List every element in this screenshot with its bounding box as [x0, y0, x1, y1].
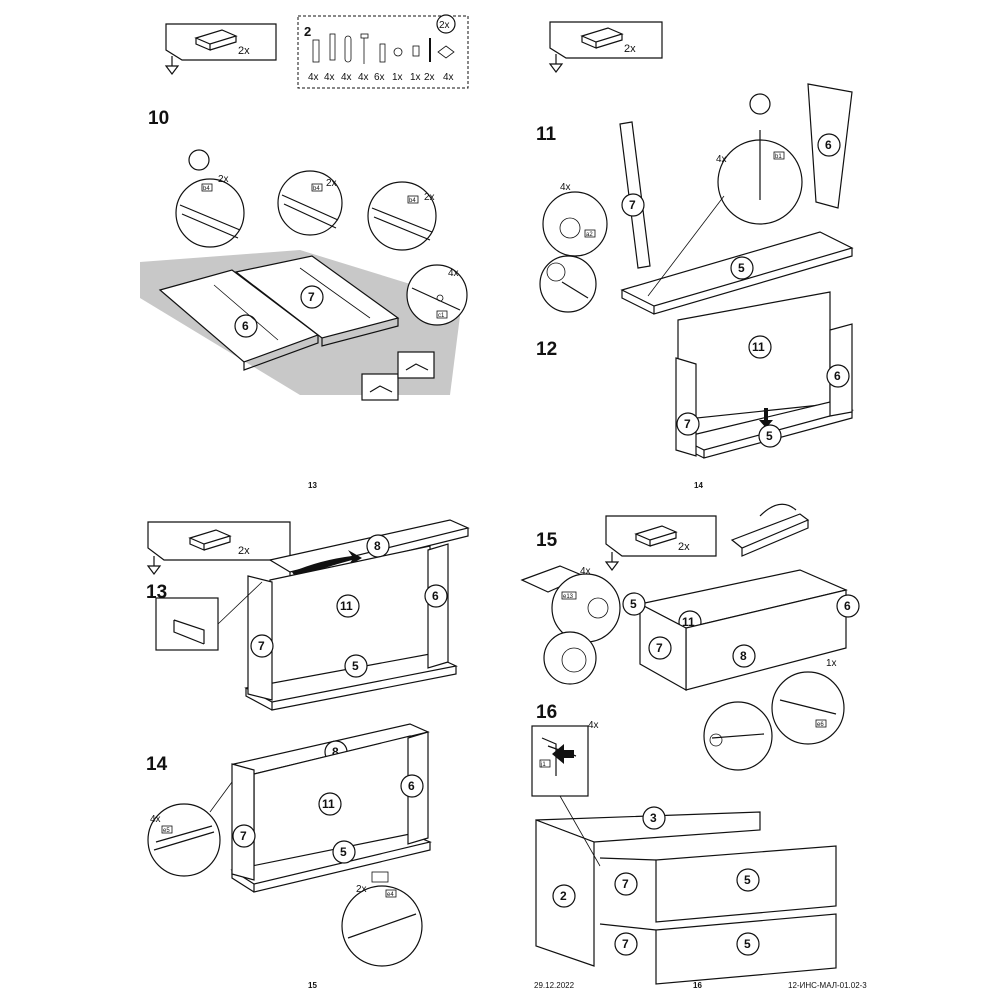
step-10-drawing: 6 7 b4 2x b4 2x b4 2x c1 4x	[140, 149, 468, 401]
page-number-14: 14	[694, 481, 703, 490]
step11-qty-a: 4x	[560, 182, 571, 193]
step-11-drawing: 7 6 5 4x a2 b1 4x	[539, 83, 854, 315]
part-8-label-s14: 8	[332, 745, 339, 759]
part-3-label: 3	[650, 811, 657, 825]
step15-qty-b: 1x	[826, 658, 837, 669]
part-11-label: 11	[752, 340, 765, 354]
code-j1: j1	[540, 762, 546, 768]
part-6-label-s12: 6	[834, 369, 841, 383]
hw-qty: 1x	[410, 72, 421, 83]
part-5-label-drawer-bottom: 5	[744, 937, 751, 951]
hardware-bag-panel: 2 2x 4x 4x 4x 4x 6x 1x 1x 2x 4x	[297, 14, 469, 89]
step-11-number: 11	[536, 124, 557, 145]
step-14-drawing: 8 11 5 7 6 e5 4x e4 2x	[147, 723, 432, 967]
hw-qty: 4x	[341, 72, 352, 83]
step-12-number: 12	[536, 339, 557, 360]
code-e13: e13	[563, 594, 574, 600]
part-11-label-s14: 11	[322, 797, 335, 811]
code-a2: a2	[586, 232, 593, 238]
step15-qty-a: 4x	[580, 566, 591, 577]
hw-qty: 1x	[392, 72, 403, 83]
part-5-label-s14: 5	[340, 845, 347, 859]
part-7-label-s13: 7	[258, 639, 265, 653]
step10-qty-d: 4x	[448, 268, 459, 279]
part-5-label-q2: 5	[738, 261, 745, 275]
hardware-section-number: 2	[304, 24, 311, 39]
step14-qty-a: 4x	[150, 814, 161, 825]
code-b4-a: b4	[203, 186, 210, 192]
hw-qty: 6x	[374, 72, 385, 83]
hardware-quantity-row: 4x 4x 4x 4x 6x 1x 1x 2x 4x	[308, 72, 454, 83]
part-5-label-s13: 5	[352, 659, 359, 673]
part-8-label-s15: 8	[740, 649, 747, 663]
step14-qty-b: 2x	[356, 884, 367, 895]
drawer-quantity-label: 2x	[238, 45, 250, 57]
step-10-number: 10	[148, 108, 169, 129]
drawer-quantity-box-q4: 2x	[604, 515, 717, 571]
part-6-label: 6	[242, 319, 249, 333]
step16-qty-a: 4x	[588, 720, 599, 731]
code-e4: e4	[387, 892, 394, 898]
code-b4-c: b4	[409, 198, 416, 204]
step10-qty-b: 2x	[326, 178, 337, 189]
part-7-label-s12: 7	[684, 417, 691, 431]
hw-qty: 2x	[424, 72, 435, 83]
step10-qty-c: 2x	[424, 192, 435, 203]
part-7-label: 7	[308, 290, 315, 304]
page-number-13: 13	[308, 481, 317, 490]
part-6-label-s15: 6	[844, 599, 851, 613]
part-7-label-s15: 7	[656, 641, 663, 655]
code-b4-b: b4	[313, 186, 320, 192]
part-6-label-s14: 6	[408, 779, 415, 793]
code-c1: c1	[438, 313, 445, 319]
part-11-label-s13: 11	[340, 599, 353, 613]
code-b1: b1	[775, 154, 782, 160]
drawer-quantity-box-q2: 2x	[548, 21, 663, 73]
footer-doc-code: 12-ИНС-МАЛ-01.02-3	[788, 981, 867, 990]
part-7-label-s14: 7	[240, 829, 247, 843]
part-6-label-q2: 6	[825, 138, 832, 152]
step10-qty-a: 2x	[218, 174, 229, 185]
hw-qty: 4x	[308, 72, 319, 83]
step11-qty-b: 4x	[716, 154, 727, 165]
step-16-number: 16	[536, 702, 557, 723]
hw-qty: 4x	[324, 72, 335, 83]
drawer-quantity-label-q3: 2x	[238, 545, 250, 557]
part-7-label-drawer-bottom: 7	[622, 937, 629, 951]
step-14-number: 14	[146, 754, 168, 775]
step-15-number: 15	[536, 530, 558, 551]
part-8-label: 8	[374, 539, 381, 553]
drawer-quantity-label-q2: 2x	[624, 43, 636, 55]
step-12-drawing: 11 7 6 5	[675, 291, 854, 459]
footer-date: 29.12.2022	[534, 981, 575, 990]
part-5-label-s15: 5	[630, 597, 637, 611]
code-e6: e6	[817, 722, 824, 728]
step-16-drawing: j1 4x 3 2 5 5 7 7	[531, 720, 837, 985]
part-7-label-q2: 7	[629, 198, 636, 212]
hw-qty: 4x	[358, 72, 369, 83]
part-5-label-drawer-top: 5	[744, 873, 751, 887]
step-13-drawing: 8 11 5 7 6	[155, 519, 470, 711]
hardware-box-qty: 2x	[439, 20, 450, 31]
part-5-label-s12: 5	[766, 429, 773, 443]
step-15-drawing: 11 8 7 5 6 e13 4x e6 1x	[520, 503, 860, 771]
page-number-16: 16	[693, 981, 702, 990]
page-number-15: 15	[308, 981, 317, 990]
drawer-quantity-label-q4: 2x	[678, 541, 690, 553]
part-11-label-s15: 11	[682, 615, 695, 629]
code-e5: e5	[163, 828, 170, 834]
drawer-quantity-box-q3: 2x	[146, 521, 291, 575]
part-6-label-s13: 6	[432, 589, 439, 603]
part-2-label: 2	[560, 889, 567, 903]
part-7-label-drawer-top: 7	[622, 877, 629, 891]
hw-qty: 4x	[443, 72, 454, 83]
drawer-quantity-box-q1: 2x	[164, 23, 277, 75]
